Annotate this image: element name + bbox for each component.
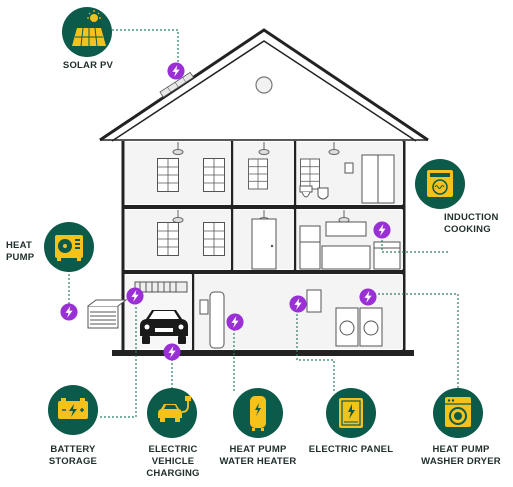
lightning-bolt-icon [289,295,307,313]
battery-storage-label: BATTERY STORAGE [48,444,98,467]
lightning-bolt-icon [373,221,391,239]
leader-induction [381,236,448,253]
ev-charger-icon [158,396,191,422]
water-heater-label: HEAT PUMP WATER HEATER [219,444,297,467]
ev-charging-label: ELECTRIC VEHICLE CHARGING [146,444,200,479]
ground-slab [112,350,414,356]
electric-panel-badge [326,388,376,438]
window [157,158,179,192]
lightning-bolt-icon [226,313,244,331]
washer-dryer-icon [445,397,471,427]
induction-cooking-label: INDUCTION COOKING [444,212,499,235]
bathroom-fixtures [299,154,395,204]
washer-dryer-badge [433,388,483,438]
interior-door [251,218,277,270]
window [157,222,179,256]
lightning-bolt-icon [163,343,181,361]
leader-panel [296,310,335,392]
heat-pump-icon [55,235,83,261]
outdoor-heat-pump-unit [87,299,128,329]
water-heater-badge [233,388,283,438]
battery-storage-badge [48,385,98,435]
utility-room-fixtures [199,289,383,349]
heat-pump-badge [44,222,94,272]
lightning-bolt-icon [126,287,144,305]
house-illustration [87,28,429,356]
leader-solar [112,29,179,68]
window [248,158,268,190]
washer-dryer-label: HEAT PUMP WASHER DRYER [421,444,501,467]
roof-inner [111,40,417,142]
window [300,158,320,190]
floor-1 [124,270,404,274]
lightning-bolt-icon [167,62,185,80]
heat-pump-label: HEAT PUMP [6,240,35,263]
car-icon [140,310,188,344]
garage-door-frame [134,281,188,293]
window [203,222,225,256]
induction-stove-icon [427,170,453,197]
roof-outer [99,28,429,142]
solar-pv-label: SOLAR PV [62,60,114,71]
solar-panel-icon [72,10,106,47]
lightning-bolt-icon [359,288,377,306]
kitchen-fixtures [299,221,401,270]
battery-icon [58,398,88,419]
lightning-bolt-icon [60,303,78,321]
ev-charging-badge [147,388,197,438]
induction-cooking-badge [415,159,465,209]
leader-battery [100,307,137,418]
electric-panel-label: ELECTRIC PANEL [308,444,394,455]
solar-pv-badge [62,7,112,57]
roof-solar-panels [159,71,195,98]
electric-panel-icon [339,398,363,428]
leader-lines [68,29,459,418]
water-heater-icon [250,396,266,431]
floor-2 [124,205,404,209]
window [203,158,225,192]
attic-vent [255,76,273,94]
